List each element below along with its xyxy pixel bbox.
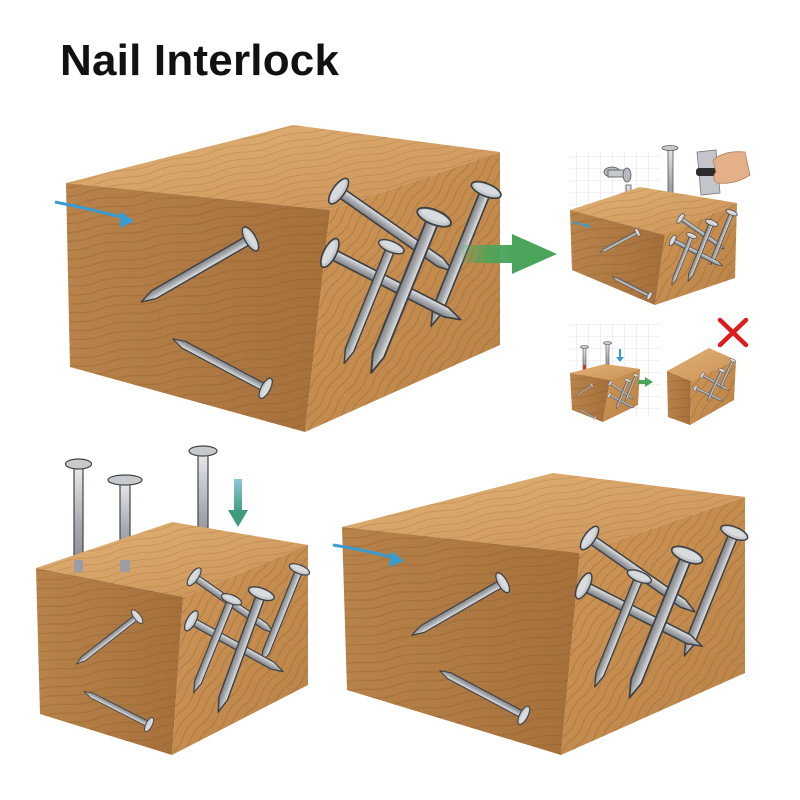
nail-standing [107,474,143,572]
arrow-right-green-icon [462,234,557,274]
result-block [332,473,751,755]
nail-standing [64,458,93,579]
hand-hammer-icon [696,149,751,196]
arrow-right-blue-icon [54,200,134,228]
arrow-right-blue-icon [332,543,404,567]
thumb-transfer [570,322,660,422]
red-x-icon [717,317,749,348]
driving-block [36,445,312,755]
main-block [54,125,505,432]
arrow-down-blue-icon [616,349,624,362]
thumb-hammering [570,145,751,305]
page-title: Nail Interlock [60,36,340,85]
nail-standing [188,445,218,565]
thumb-rejected [667,317,749,425]
arrow-down-teal-icon [228,479,248,527]
arrow-right-green-small-icon [638,377,653,387]
hammer-head-nail [603,166,632,183]
